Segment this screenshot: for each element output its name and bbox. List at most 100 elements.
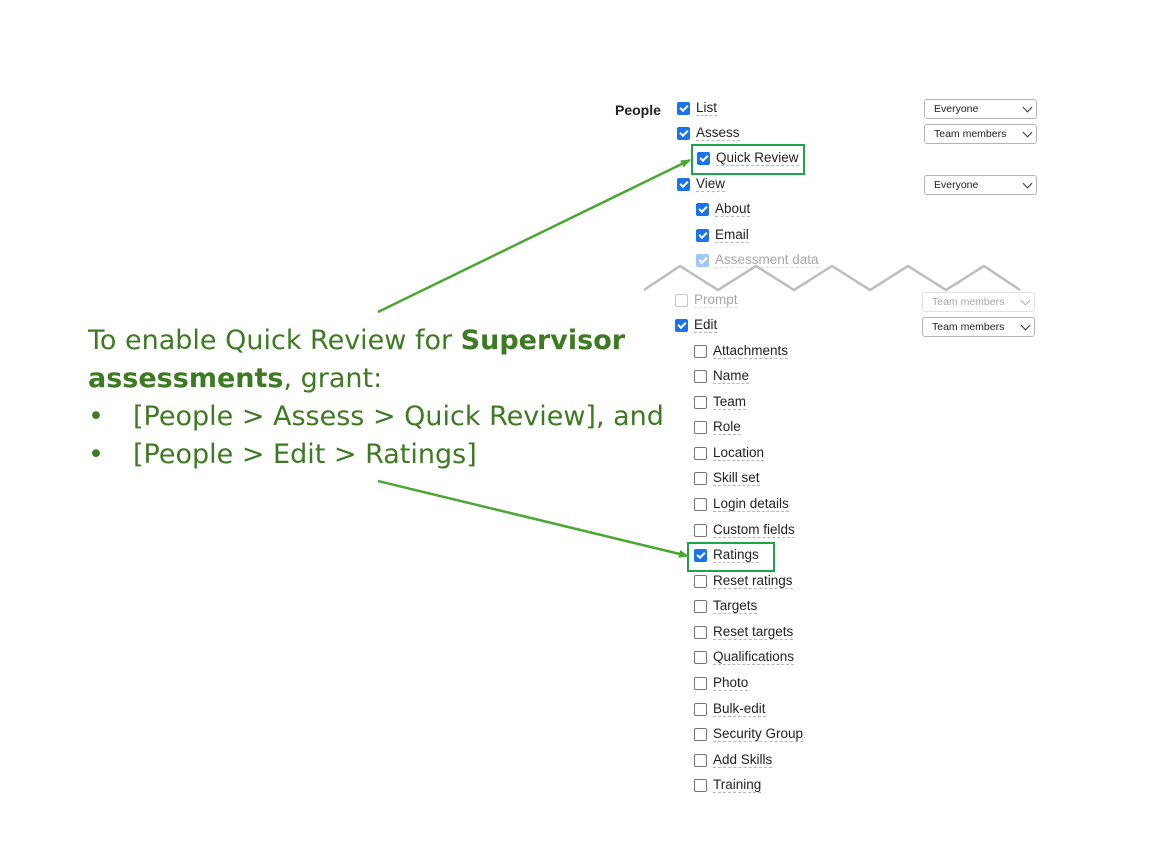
prompt-scope-select[interactable]: Team members [922, 292, 1035, 312]
section-label-people: People [615, 102, 661, 118]
location-label: Location [713, 445, 765, 461]
ratings-label: Ratings [713, 547, 759, 563]
assess-checkbox[interactable] [677, 126, 690, 140]
permission-reset-ratings[interactable]: Reset ratings [694, 571, 793, 591]
permission-email[interactable]: Email [696, 225, 749, 245]
view-checkbox[interactable] [677, 177, 690, 191]
permission-skill-set[interactable]: Skill set [694, 468, 760, 488]
list-scope-value: Everyone [934, 103, 979, 115]
prompt-label: Prompt [694, 292, 738, 308]
targets-label: Targets [713, 598, 758, 614]
login-details-checkbox[interactable] [694, 497, 707, 511]
list-scope-select[interactable]: Everyone [924, 99, 1037, 119]
permission-quick-review[interactable]: Quick Review [697, 148, 799, 168]
permission-bulk-edit[interactable]: Bulk-edit [694, 699, 766, 719]
permission-custom-fields[interactable]: Custom fields [694, 520, 795, 540]
photo-checkbox[interactable] [694, 676, 707, 690]
permission-role[interactable]: Role [694, 417, 741, 437]
reset-ratings-checkbox[interactable] [694, 574, 707, 588]
permission-name[interactable]: Name [694, 366, 750, 386]
security-group-label: Security Group [713, 726, 804, 742]
training-label: Training [713, 777, 762, 793]
assess-scope-select[interactable]: Team members [924, 124, 1037, 144]
permission-photo[interactable]: Photo [694, 673, 749, 693]
reset-targets-checkbox[interactable] [694, 625, 707, 639]
custom-fields-checkbox[interactable] [694, 523, 707, 537]
permission-about[interactable]: About [696, 199, 751, 219]
skill-set-label: Skill set [713, 470, 760, 486]
arrow-to-quick-review [377, 158, 691, 314]
permission-view[interactable]: View [677, 174, 726, 194]
permission-qualifications[interactable]: Qualifications [694, 647, 795, 667]
callout-bullet-1: • [People > Assess > Quick Review], and [88, 398, 678, 436]
attachments-label: Attachments [713, 343, 789, 359]
attachments-checkbox[interactable] [694, 344, 707, 358]
permission-assess[interactable]: Assess [677, 123, 740, 143]
bullet-dot: • [88, 439, 104, 470]
bulk-edit-checkbox[interactable] [694, 702, 707, 716]
arrow-to-ratings [377, 479, 689, 558]
team-label: Team [713, 394, 747, 410]
qualifications-checkbox[interactable] [694, 650, 707, 664]
email-label: Email [715, 227, 749, 243]
permission-training[interactable]: Training [694, 775, 762, 795]
reset-targets-label: Reset targets [713, 624, 794, 640]
qualifications-label: Qualifications [713, 649, 795, 665]
permission-edit[interactable]: Edit [675, 315, 718, 335]
permission-targets[interactable]: Targets [694, 596, 758, 616]
permission-location[interactable]: Location [694, 443, 765, 463]
permission-attachments[interactable]: Attachments [694, 341, 789, 361]
permission-team[interactable]: Team [694, 392, 747, 412]
email-checkbox[interactable] [696, 228, 709, 242]
permission-prompt[interactable]: Prompt [675, 290, 738, 310]
quick-review-checkbox[interactable] [697, 151, 710, 165]
edit-scope-select[interactable]: Team members [922, 317, 1035, 337]
bullet-dot: • [88, 401, 104, 432]
location-checkbox[interactable] [694, 446, 707, 460]
permission-add-skills[interactable]: Add Skills [694, 750, 773, 770]
edit-checkbox[interactable] [675, 318, 688, 332]
edit-label: Edit [694, 317, 718, 333]
role-checkbox[interactable] [694, 420, 707, 434]
ratings-checkbox[interactable] [694, 548, 707, 562]
list-checkbox[interactable] [677, 101, 690, 115]
permission-security-group[interactable]: Security Group [694, 724, 804, 744]
add-skills-label: Add Skills [713, 752, 773, 768]
assessment-data-checkbox[interactable] [696, 253, 709, 267]
permission-assessment-data[interactable]: Assessment data [696, 250, 819, 270]
view-scope-value: Everyone [934, 179, 979, 191]
callout-line-2: assessments, grant: [88, 363, 383, 394]
quick-review-highlight [691, 144, 805, 175]
prompt-scope-value: Team members [932, 296, 1005, 308]
permission-list[interactable]: List [677, 98, 718, 118]
role-label: Role [713, 419, 741, 435]
assessment-data-label: Assessment data [715, 252, 819, 268]
bulk-edit-label: Bulk-edit [713, 701, 766, 717]
about-label: About [715, 201, 751, 217]
add-skills-checkbox[interactable] [694, 753, 707, 767]
quick-review-label: Quick Review [716, 150, 799, 166]
permission-ratings[interactable]: Ratings [694, 545, 759, 565]
list-label: List [696, 100, 718, 116]
view-scope-select[interactable]: Everyone [924, 175, 1037, 195]
about-checkbox[interactable] [696, 202, 709, 216]
view-label: View [696, 176, 726, 192]
security-group-checkbox[interactable] [694, 727, 707, 741]
team-checkbox[interactable] [694, 395, 707, 409]
login-details-label: Login details [713, 496, 789, 512]
photo-label: Photo [713, 675, 749, 691]
permission-reset-targets[interactable]: Reset targets [694, 622, 794, 642]
callout-line-1: To enable Quick Review for Supervisor [88, 325, 626, 356]
name-checkbox[interactable] [694, 369, 707, 383]
callout-bullet-2: • [People > Edit > Ratings] [88, 436, 678, 474]
training-checkbox[interactable] [694, 778, 707, 792]
targets-checkbox[interactable] [694, 599, 707, 613]
name-label: Name [713, 368, 750, 384]
reset-ratings-label: Reset ratings [713, 573, 793, 589]
permission-login-details[interactable]: Login details [694, 494, 789, 514]
skill-set-checkbox[interactable] [694, 471, 707, 485]
assess-label: Assess [696, 125, 740, 141]
prompt-checkbox[interactable] [675, 293, 688, 307]
